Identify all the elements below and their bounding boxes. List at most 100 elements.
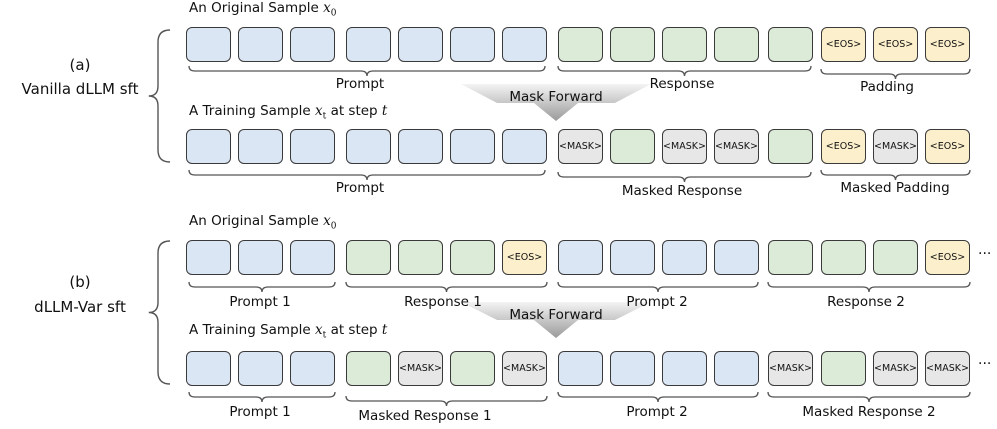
panel-b-original-token-13 [821,240,866,275]
panel-b-original-token-11 [714,240,759,275]
panel-b-row2-label-prompt2: Prompt 2 [626,404,688,420]
panel-b-original-token-1 [186,240,231,275]
panel-b-training-caption: A Training Sample xt at step t [189,322,387,341]
panel-a-original-caption-text: An Original Sample [189,0,319,16]
panel-b-original-token-6 [450,240,495,275]
panel-b-row1-label-prompt1: Prompt 1 [229,294,291,310]
panel-a-original-token-15: <EOS> [925,27,970,62]
panel-a-left-brace [148,29,171,163]
panel-b-original-token-12 [768,240,813,275]
panel-a-row1-label-prompt: Prompt [335,76,385,92]
panel-a-original-token-13: <EOS> [821,27,866,62]
panel-b-training-token-11 [714,351,759,386]
panel-a-row2-brace-padding-row1 [820,68,971,80]
panel-a-training-token-12 [768,129,813,164]
panel-b-tag: (b) [69,273,91,291]
panel-a-row2-label-masked-padding: Masked Padding [840,180,950,196]
panel-a-original-token-4 [346,27,391,62]
panel-b-row1-brace-prompt1 [188,281,336,293]
panel-b-mask-forward-arrow [461,302,651,338]
panel-a-mask-forward-arrow [461,84,651,121]
panel-b-row1-label-response1: Response 1 [404,294,482,310]
panel-a-row1-brace-response [557,65,812,77]
panel-b-arrow-label: Mask Forward [509,307,603,323]
panel-b-left-brace [148,240,171,385]
panel-b-training-caption-mid: at step [330,322,378,338]
panel-a-training-caption-text: A Training Sample [189,103,311,119]
panel-a-training-token-13: <EOS> [821,129,866,164]
panel-a-original-token-10 [662,27,707,62]
panel-a-original-token-11 [714,27,759,62]
panel-a-original-token-12 [768,27,813,62]
panel-a-row1-brace-prompt [188,65,546,77]
panel-b-training-token-12: <MASK> [768,351,813,386]
panel-a-training-token-1 [186,129,231,164]
panel-a-training-caption: A Training Sample xt at step t [189,103,387,122]
panel-b-row1-brace-response1 [345,281,548,293]
panel-a-training-token-5 [398,129,443,164]
panel-a-training-token-14: <MASK> [873,129,918,164]
panel-a-training-token-15: <EOS> [925,129,970,164]
panel-b-training-token-15: <MASK> [925,351,970,386]
panel-a-original-token-6 [450,27,495,62]
panel-b-row1-label-response2: Response 2 [827,294,905,310]
panel-a-original-token-5 [398,27,443,62]
panel-b-original-token-14 [873,240,918,275]
panel-b-row2-label-masked-response2: Masked Response 2 [802,404,936,420]
panel-b-original-token-5 [398,240,443,275]
panel-b-original-token-4 [346,240,391,275]
panel-b-row1-ellipsis: ··· [978,246,992,262]
panel-b-original-caption: An Original Sample x0 [189,213,336,232]
panel-a-row1-label-padding: Padding [860,79,914,95]
panel-b-training-caption-text: A Training Sample [189,322,311,338]
panel-b-original-token-15: <EOS> [925,240,970,275]
panel-a-original-token-3 [290,27,335,62]
panel-b-training-token-3 [290,351,335,386]
panel-a-training-token-2 [238,129,283,164]
panel-b-training-token-7: <MASK> [502,351,547,386]
panel-a-training-token-9 [610,129,655,164]
panel-a-row2-brace-masked-response [557,171,812,183]
panel-b-training-token-4 [346,351,391,386]
panel-a-original-token-9 [610,27,655,62]
panel-a-training-caption-mid: at step [330,103,378,119]
panel-b-row2-brace-prompt1 [188,391,336,403]
panel-b-training-step: t [381,322,388,338]
panel-b-original-token-7: <EOS> [502,240,547,275]
panel-a-row2-brace-masked-padding [820,169,971,181]
panel-b-row2-brace-masked-response1 [345,395,548,407]
panel-a-training-var: xt [315,103,327,122]
panel-a-original-token-14: <EOS> [873,27,918,62]
panel-a-original-token-8 [558,27,603,62]
panel-b-name: dLLM-Var sft [34,298,126,316]
panel-a-training-token-8: <MASK> [558,129,603,164]
panel-a-tag: (a) [69,56,91,74]
panel-a-arrow-label: Mask Forward [509,89,603,105]
panel-b-original-token-10 [662,240,707,275]
panel-b-row1-brace-response2 [767,281,971,293]
panel-b-row2-label-masked-response1: Masked Response 1 [358,408,492,424]
panel-a-row2-label-masked-response: Masked Response [621,183,743,199]
panel-b-training-token-6 [450,351,495,386]
panel-b-training-token-8 [558,351,603,386]
panel-a-training-token-10: <MASK> [662,129,707,164]
panel-b-training-token-1 [186,351,231,386]
panel-a-original-var: x0 [323,0,337,19]
panel-b-original-token-9 [610,240,655,275]
panel-a-original-caption: An Original Sample x0 [189,0,336,19]
panel-b-original-caption-text: An Original Sample [189,213,319,229]
panel-b-row1-brace-prompt2 [557,281,759,293]
panel-a-training-token-4 [346,129,391,164]
panel-b-training-var: xt [315,322,327,341]
panel-b-original-token-3 [290,240,335,275]
panel-a-training-token-11: <MASK> [714,129,759,164]
panel-b-row1-label-prompt2: Prompt 2 [626,294,688,310]
panel-a-training-step: t [381,103,388,119]
panel-a-training-token-7 [502,129,547,164]
panel-b-training-token-10 [662,351,707,386]
panel-b-row2-ellipsis: ··· [978,356,992,372]
panel-a-training-token-3 [290,129,335,164]
panel-b-training-token-13 [821,351,866,386]
